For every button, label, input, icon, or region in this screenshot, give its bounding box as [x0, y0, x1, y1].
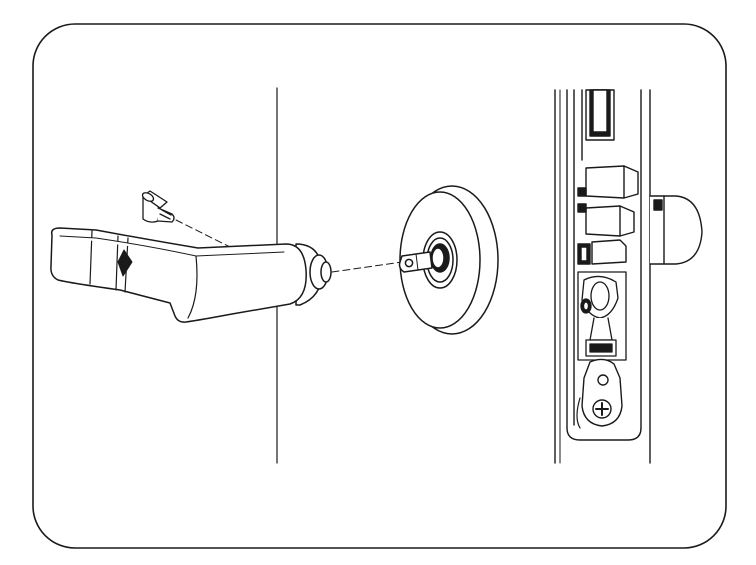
lever-handle: [50, 227, 332, 323]
spindle-guide-line: [331, 261, 403, 273]
door-edge: [554, 89, 651, 464]
spindle-rose: [398, 185, 499, 335]
mortise-internals: [577, 271, 627, 361]
set-screw: [141, 190, 175, 223]
latch-bolt: [577, 165, 703, 265]
auxiliary-latch: [577, 239, 627, 265]
panel-frame: [32, 23, 727, 549]
cylinder-tailpiece: [576, 358, 623, 429]
